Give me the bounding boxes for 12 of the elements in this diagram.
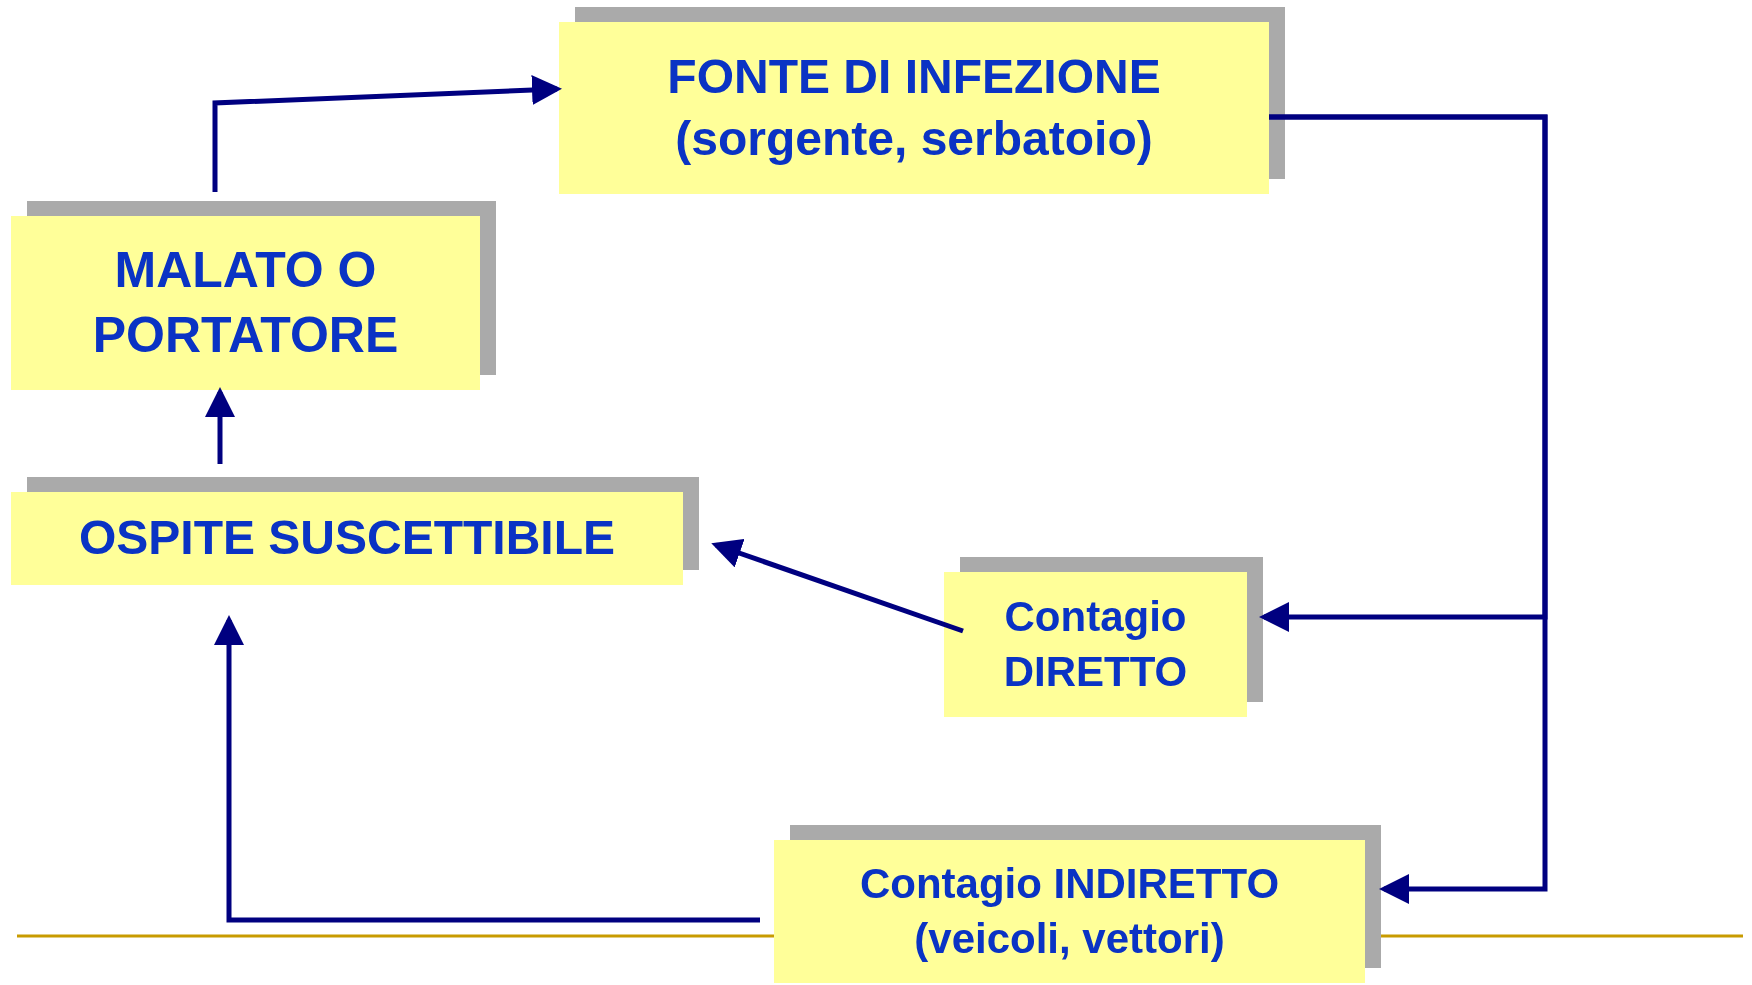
node-text: (sorgente, serbatoio) [675,111,1153,167]
node-text: Contagio INDIRETTO [859,858,1280,909]
arrow [205,387,235,464]
arrow [1269,114,1548,904]
node-text: FONTE DI INFEZIONE [667,48,1161,105]
node-text: OSPITE SUSCETTIBILE [78,510,616,567]
arrow [711,539,964,634]
node-text: (veicoli, vettori) [914,913,1225,964]
arrow [214,615,760,923]
node-text: Contagio DIRETTO [1002,591,1189,697]
node-text: MALATO O PORTATORE [91,241,400,365]
arrow [212,75,562,192]
